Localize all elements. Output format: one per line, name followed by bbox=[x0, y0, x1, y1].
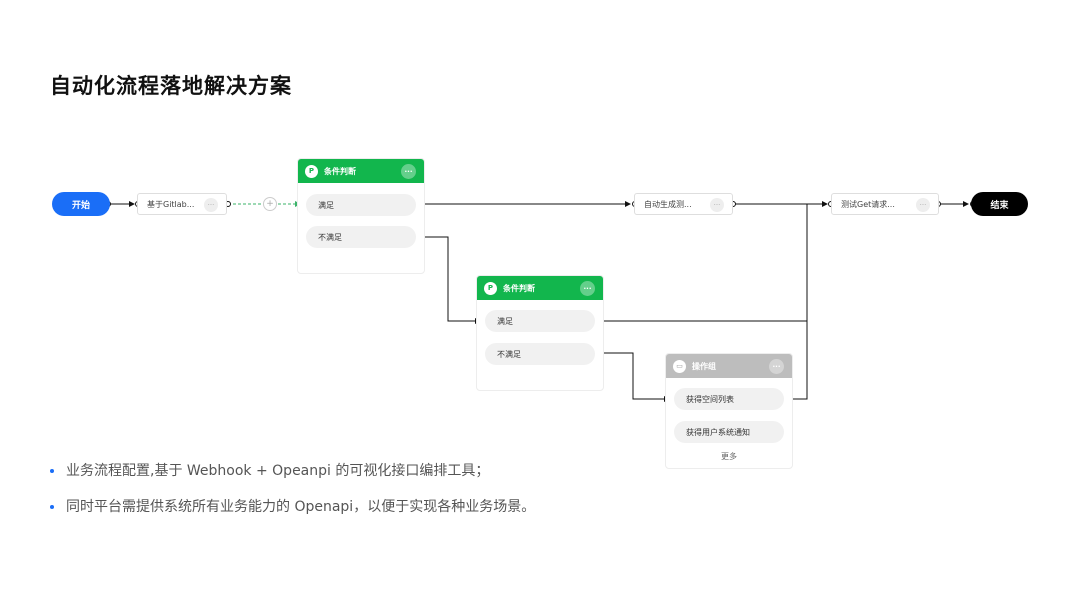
more-icon[interactable]: ··· bbox=[401, 164, 416, 179]
group-header: ▭ 操作组 ··· bbox=[666, 354, 792, 378]
task-node-gitlab[interactable]: 基于Gitlab... ··· bbox=[137, 193, 227, 215]
group-item-user-notify[interactable]: 获得用户系统通知 bbox=[674, 421, 784, 443]
bullet-text: 业务流程配置,基于 Webhook + Opeanpi 的可视化接口编排工具； bbox=[66, 463, 490, 479]
branch-no[interactable]: 不满足 bbox=[485, 343, 595, 365]
more-icon[interactable]: ··· bbox=[580, 281, 595, 296]
page-title: 自动化流程落地解决方案 bbox=[50, 74, 292, 98]
group-icon: ▭ bbox=[673, 359, 686, 373]
condition-card-2: P 条件判断 ··· 满足 不满足 bbox=[476, 275, 604, 391]
condition-card-1: P 条件判断 ··· 满足 不满足 bbox=[297, 158, 425, 274]
group-more-link[interactable]: 更多 bbox=[721, 452, 737, 461]
condition-header: P 条件判断 ··· bbox=[298, 159, 424, 183]
condition-icon: P bbox=[484, 281, 497, 295]
group-item-space-list[interactable]: 获得空间列表 bbox=[674, 388, 784, 410]
bullet-dot bbox=[50, 469, 54, 473]
condition-title: 条件判断 bbox=[503, 283, 535, 293]
more-icon[interactable]: ··· bbox=[916, 198, 930, 212]
more-icon[interactable]: ··· bbox=[710, 198, 724, 212]
more-icon[interactable]: ··· bbox=[769, 359, 784, 374]
add-node-button[interactable]: + bbox=[263, 197, 277, 211]
branch-yes[interactable]: 满足 bbox=[485, 310, 595, 332]
condition-icon: P bbox=[305, 164, 318, 178]
start-node[interactable]: 开始 bbox=[52, 192, 110, 216]
condition-header: P 条件判断 ··· bbox=[477, 276, 603, 300]
task-node-get-request[interactable]: 测试Get请求... ··· bbox=[831, 193, 939, 215]
bullet-dot bbox=[50, 505, 54, 509]
task-label: 测试Get请求... bbox=[841, 199, 895, 209]
task-label: 基于Gitlab... bbox=[147, 199, 195, 209]
operation-group-card: ▭ 操作组 ··· 获得空间列表 获得用户系统通知 更多 bbox=[665, 353, 793, 469]
end-node[interactable]: 结束 bbox=[971, 192, 1028, 216]
bullet-text: 同时平台需提供系统所有业务能力的 Openapi，以便于实现各种业务场景。 bbox=[66, 499, 536, 515]
branch-yes[interactable]: 满足 bbox=[306, 194, 416, 216]
edge-cond2-no-opgroup bbox=[595, 352, 670, 402]
task-label: 自动生成测... bbox=[644, 199, 692, 209]
edge-cond2-yes-merge bbox=[595, 204, 808, 322]
list-item: 同时平台需提供系统所有业务能力的 Openapi，以便于实现各种业务场景。 bbox=[50, 498, 535, 534]
list-item: 业务流程配置,基于 Webhook + Opeanpi 的可视化接口编排工具； bbox=[50, 462, 535, 498]
more-icon[interactable]: ··· bbox=[204, 198, 218, 212]
condition-title: 条件判断 bbox=[324, 166, 356, 176]
group-title: 操作组 bbox=[692, 361, 716, 371]
description-list: 业务流程配置,基于 Webhook + Opeanpi 的可视化接口编排工具； … bbox=[50, 462, 535, 534]
branch-no[interactable]: 不满足 bbox=[306, 226, 416, 248]
edge-cond1-no-cond2 bbox=[416, 236, 481, 324]
task-node-generate[interactable]: 自动生成测... ··· bbox=[634, 193, 733, 215]
